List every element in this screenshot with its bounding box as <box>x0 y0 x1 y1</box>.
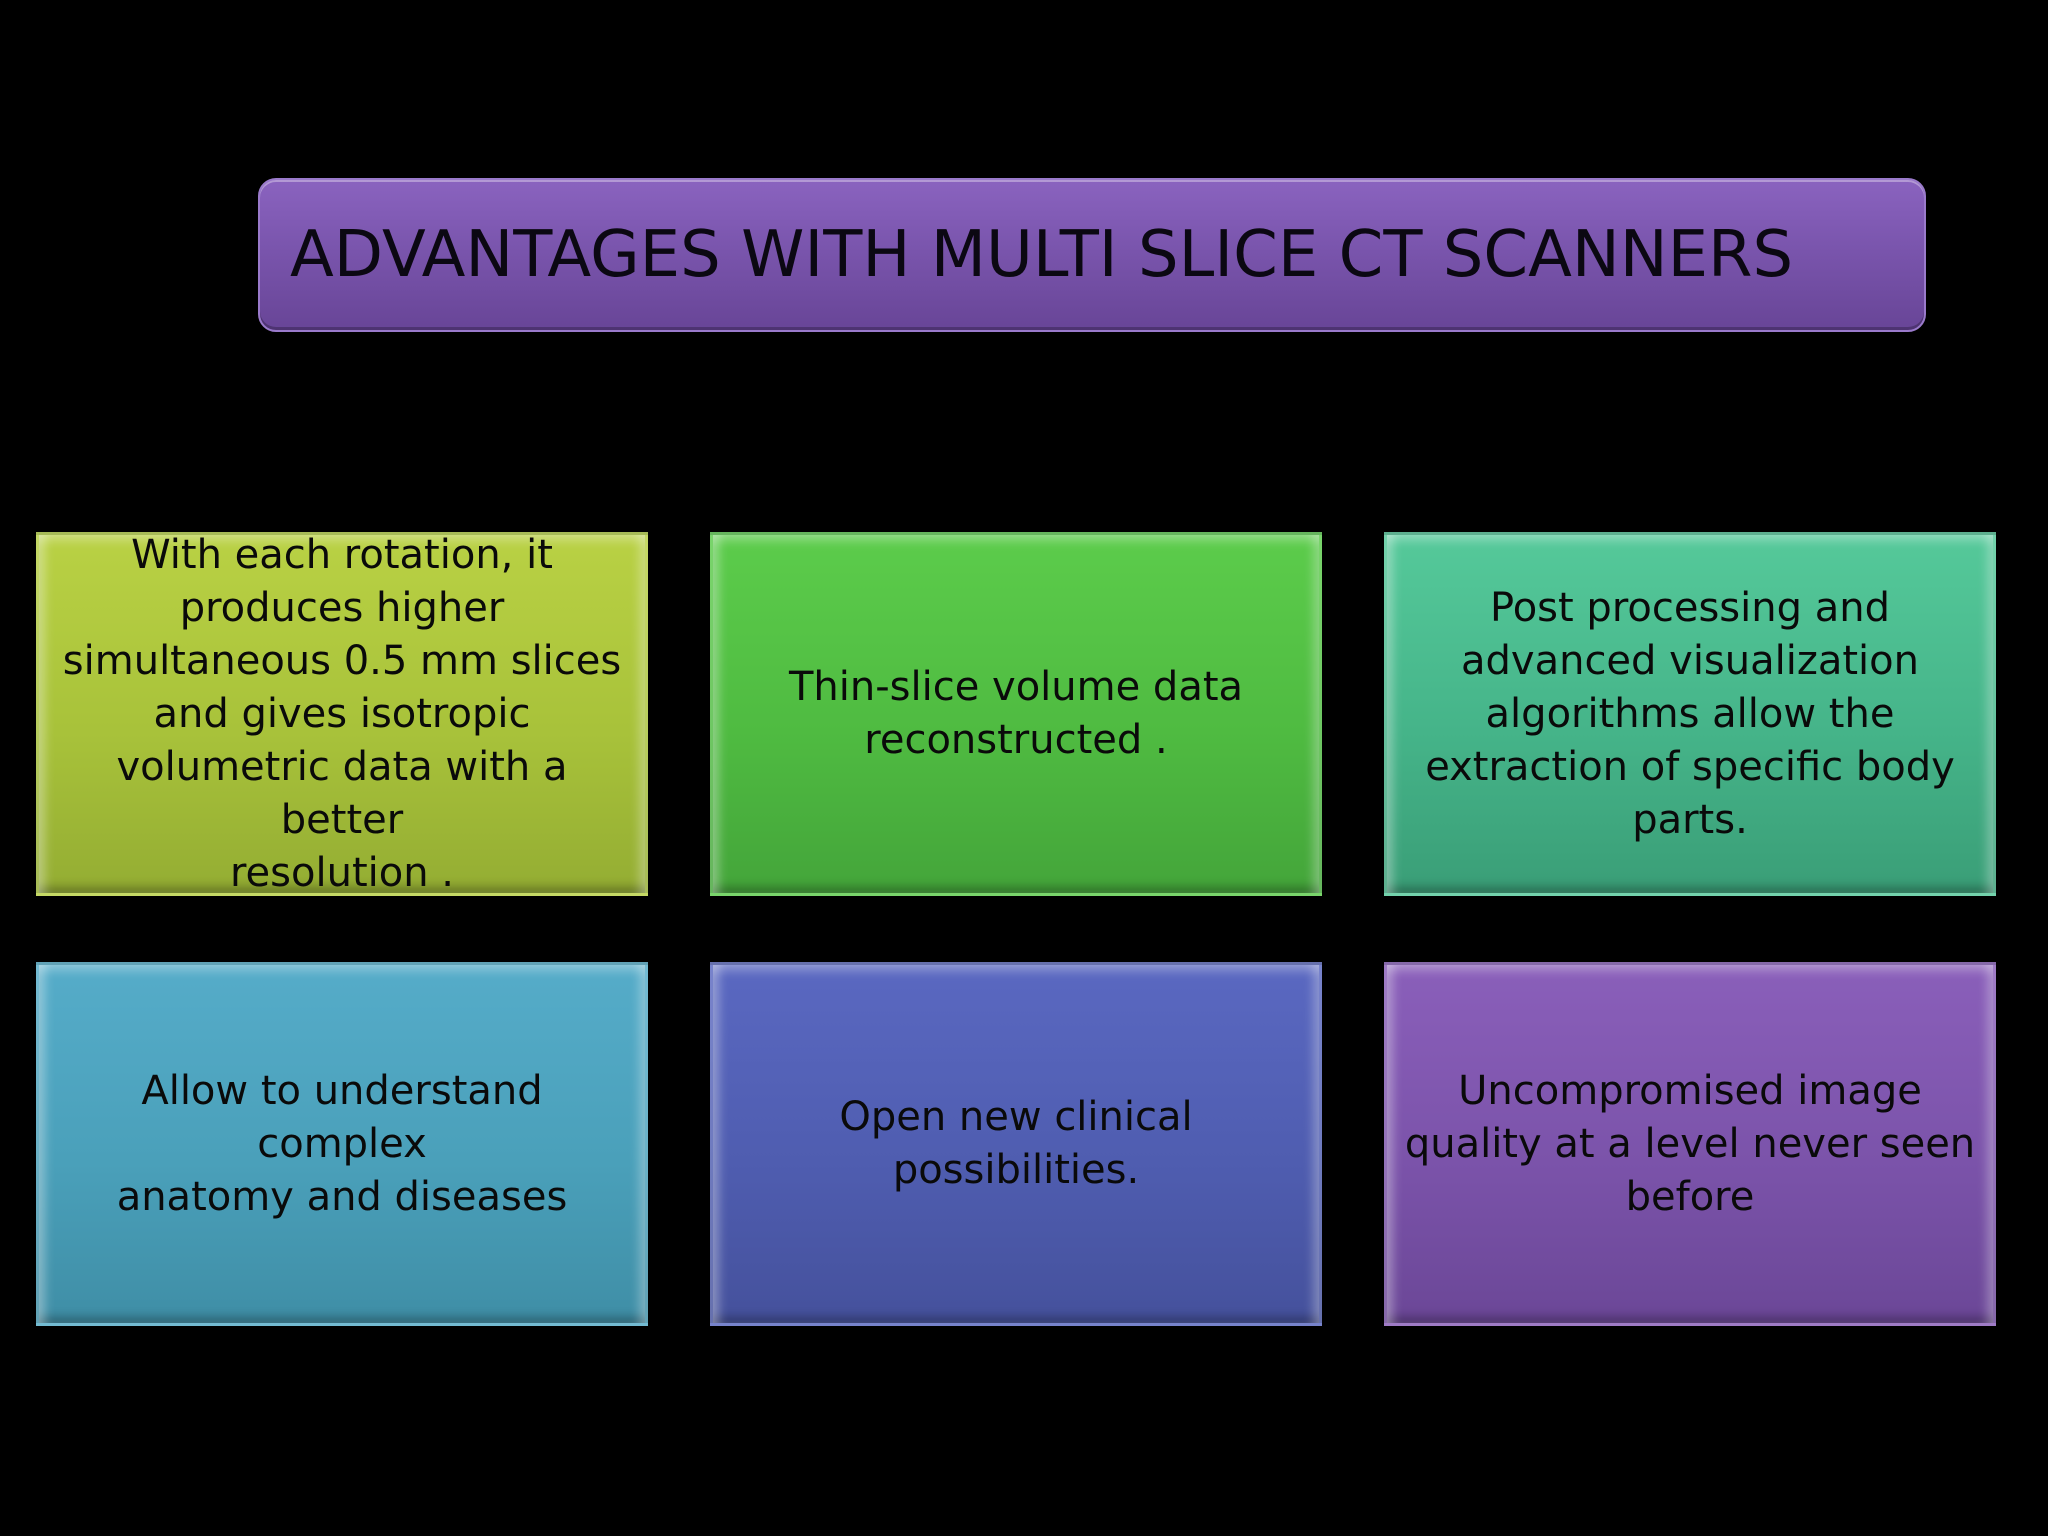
advantage-box-5: Open new clinical possibilities. <box>710 962 1322 1326</box>
advantage-text-4: Allow to understand complex anatomy and … <box>116 1067 568 1220</box>
advantage-text-5: Open new clinical possibilities. <box>839 1094 1193 1193</box>
advantage-text-1: With each rotation, it produces higher s… <box>62 531 622 896</box>
title-banner: ADVANTAGES WITH MULTI SLICE CT SCANNERS <box>258 178 1926 332</box>
advantage-text-2: Thin-slice volume data reconstructed . <box>788 664 1244 763</box>
advantage-box-3: Post processing and advanced visualizati… <box>1384 532 1996 896</box>
advantage-box-2: Thin-slice volume data reconstructed . <box>710 532 1322 896</box>
slide-title: ADVANTAGES WITH MULTI SLICE CT SCANNERS <box>290 218 1794 292</box>
advantage-text-6: Uncompromised image quality at a level n… <box>1404 1067 1976 1220</box>
advantage-box-4: Allow to understand complex anatomy and … <box>36 962 648 1326</box>
advantage-text-3: Post processing and advanced visualizati… <box>1425 584 1955 843</box>
advantage-box-6: Uncompromised image quality at a level n… <box>1384 962 1996 1326</box>
advantage-box-1: With each rotation, it produces higher s… <box>36 532 648 896</box>
